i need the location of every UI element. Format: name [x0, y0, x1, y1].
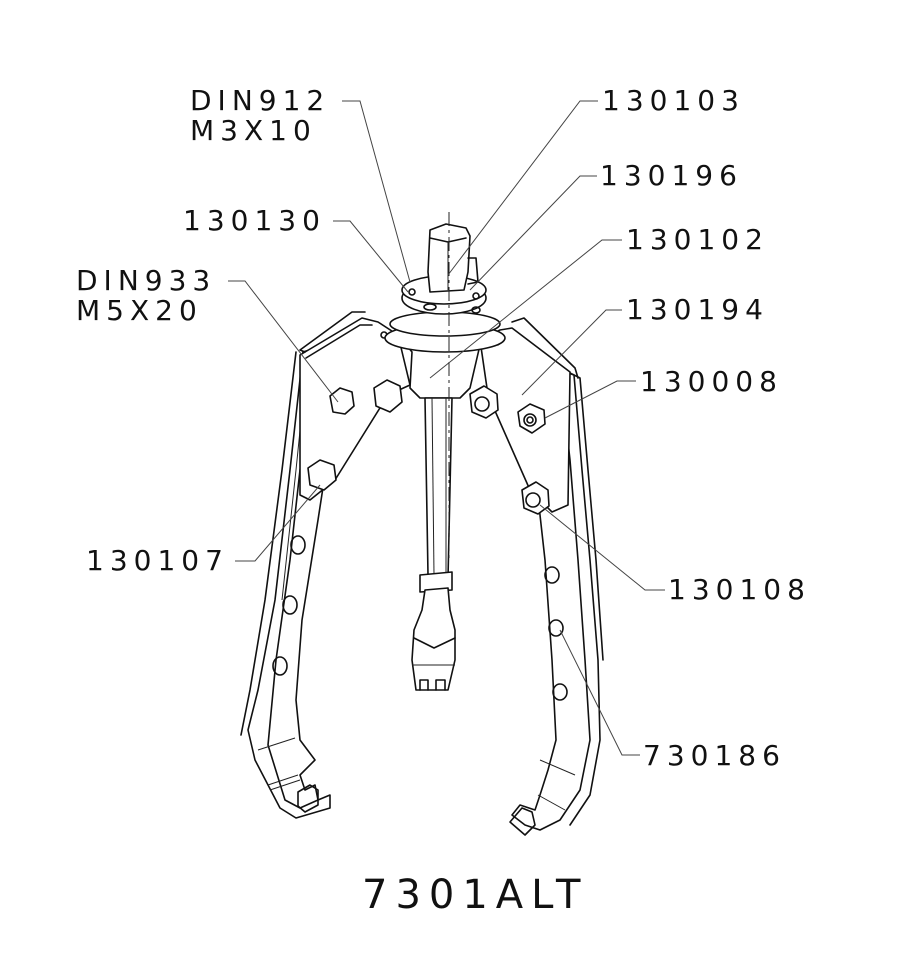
leader-lines — [228, 100, 665, 756]
bolts — [307, 379, 550, 515]
label-din912: DIN912 M3X10 — [190, 86, 330, 146]
label-130194: 130194 — [626, 293, 769, 326]
right-jaw — [509, 359, 604, 836]
spindle-assembly — [384, 212, 506, 691]
label-din933-line2: M5X20 — [76, 294, 203, 327]
label-din912-line1: DIN912 — [190, 84, 331, 117]
label-130103: 130103 — [602, 84, 745, 117]
label-din933: DIN933 M5X20 — [76, 266, 216, 326]
label-130107: 130107 — [86, 544, 229, 577]
label-din912-line2: M3X10 — [190, 114, 317, 147]
label-130102: 130102 — [626, 223, 769, 256]
label-130108: 130108 — [668, 573, 811, 606]
label-730186: 730186 — [643, 739, 786, 772]
label-130008: 130008 — [640, 365, 783, 398]
label-din933-line1: DIN933 — [76, 264, 217, 297]
label-130130: 130130 — [183, 204, 326, 237]
label-130196: 130196 — [600, 159, 743, 192]
drawing-title: 7301ALT — [362, 872, 589, 918]
